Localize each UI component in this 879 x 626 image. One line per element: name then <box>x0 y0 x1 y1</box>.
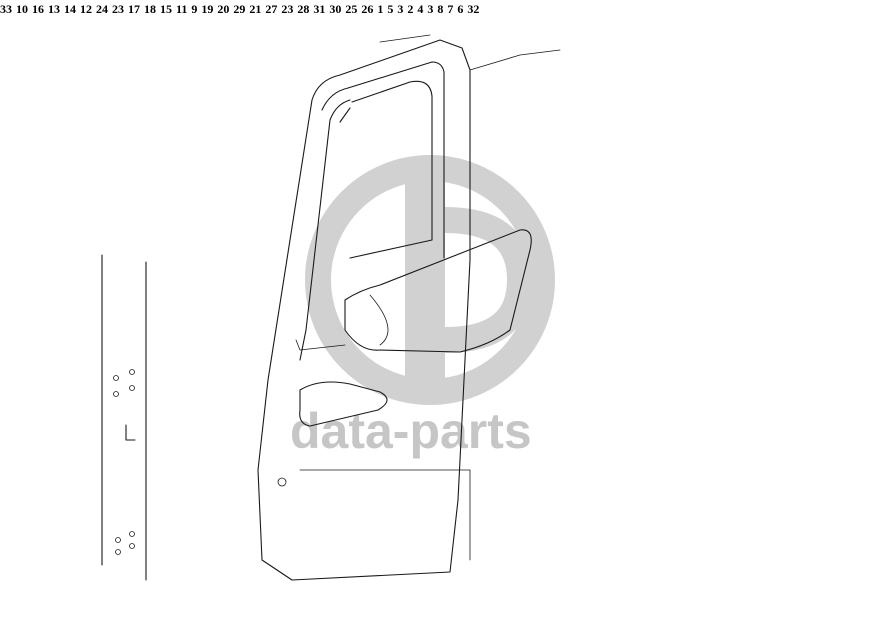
callout-16: 16 <box>32 2 44 16</box>
callout-21: 21 <box>249 2 262 16</box>
callout-labels: 33 10 16 13 14 12 24 23 17 18 15 11 9 19… <box>0 0 479 17</box>
watermark-logo-bar <box>405 160 445 400</box>
callout-29: 29 <box>233 2 246 16</box>
callout-32: 32 <box>467 2 480 16</box>
callout-18: 18 <box>144 2 156 16</box>
callout-19: 19 <box>201 2 214 16</box>
callout-4: 4 <box>417 2 424 16</box>
callout-5: 5 <box>387 2 394 16</box>
callout-30: 30 <box>329 2 342 16</box>
callout-31: 31 <box>313 2 326 16</box>
callout-2: 2 <box>407 2 414 16</box>
callout-12: 12 <box>80 2 92 16</box>
callout-10: 10 <box>16 2 28 16</box>
callout-8: 8 <box>437 2 444 16</box>
door-pillar-left <box>101 254 147 581</box>
callout-14: 14 <box>64 2 76 16</box>
callout-17: 17 <box>128 2 140 16</box>
callout-6: 6 <box>457 2 464 16</box>
callout-25: 25 <box>345 2 358 16</box>
callout-13: 13 <box>48 2 60 16</box>
callout-20: 20 <box>217 2 230 16</box>
callout-3-bottom: 3 <box>427 2 434 16</box>
callout-28: 28 <box>297 2 310 16</box>
callout-33: 33 <box>0 2 12 16</box>
callout-3-top: 3 <box>397 2 404 16</box>
callout-1: 1 <box>377 2 384 16</box>
callout-11: 11 <box>176 2 188 16</box>
callout-15: 15 <box>160 2 172 16</box>
callout-7: 7 <box>447 2 454 16</box>
callout-26: 26 <box>361 2 374 16</box>
door-panel <box>257 34 561 581</box>
watermark: data-parts <box>290 155 555 459</box>
callout-23-bottom: 23 <box>281 2 294 16</box>
watermark-text: data-parts <box>290 403 532 459</box>
callout-27: 27 <box>265 2 278 16</box>
callout-24: 24 <box>96 2 108 16</box>
watermark-logo-bowl <box>444 207 534 353</box>
callout-23-top: 23 <box>112 2 124 16</box>
callout-9: 9 <box>191 2 198 16</box>
